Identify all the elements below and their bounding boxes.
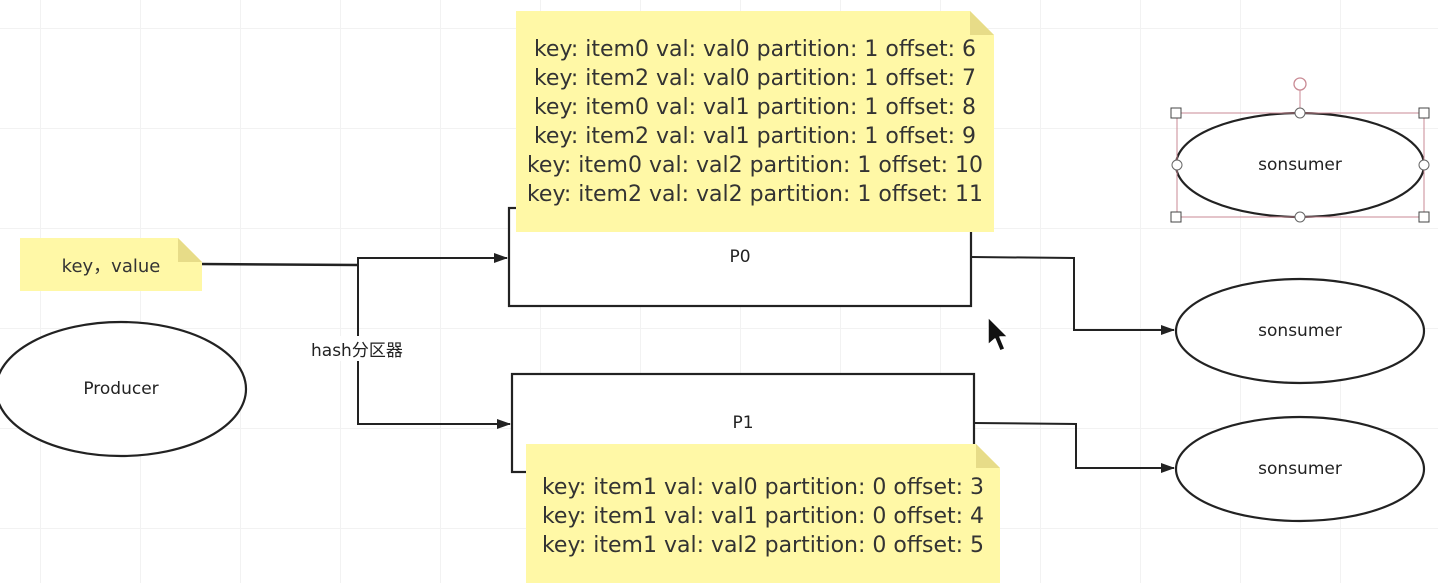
consumer-3-label: sonsumer [1258, 459, 1342, 479]
split-to-p0-edge[interactable] [357, 253, 508, 265]
input-note-text: key，value [61, 255, 161, 277]
consumer-2-label: sonsumer [1258, 321, 1342, 341]
consumer-node-3[interactable] [1174, 415, 1426, 523]
p1-messages-note[interactable] [526, 444, 1000, 583]
rotate-handle[interactable] [1293, 77, 1307, 91]
p1-message-line: key: item1 val: val2 partition: 0 offset… [541, 533, 985, 558]
p0-message-line: key: item2 val: val1 partition: 1 offset… [533, 123, 977, 149]
p0-messages-note[interactable] [516, 11, 994, 232]
producer-to-split-edge[interactable] [199, 262, 359, 267]
p1-message-line: key: item1 val: val0 partition: 0 offset… [541, 475, 985, 500]
consumer-node-2[interactable] [1174, 277, 1426, 385]
input-note[interactable] [20, 238, 202, 291]
p0-message-line: key: item0 val: val1 partition: 1 offset… [533, 94, 977, 120]
resize-handle-ne[interactable] [1418, 107, 1430, 119]
selection-handles[interactable] [1170, 77, 1430, 223]
resize-handle-nw[interactable] [1170, 107, 1182, 119]
p0-message-line: key: item2 val: val0 partition: 1 offset… [533, 65, 977, 91]
producer-label: Producer [83, 379, 159, 399]
p1-message-line: key: item1 val: val1 partition: 0 offset… [541, 504, 985, 529]
p0-message-line: key: item0 val: val0 partition: 1 offset… [533, 36, 977, 62]
p0-message-line: key: item0 val: val2 partition: 1 offset… [526, 152, 984, 178]
p0-to-consumer-edge[interactable] [970, 256, 1175, 335]
partition-p1-label: P1 [732, 413, 754, 433]
split-to-p1-edge[interactable] [357, 265, 511, 429]
p0-message-line: key: item2 val: val2 partition: 1 offset… [526, 181, 984, 207]
resize-handle-se[interactable] [1418, 211, 1430, 223]
producer-node[interactable] [0, 320, 248, 458]
p1-to-consumer-edge[interactable] [973, 422, 1175, 473]
p0-messages-text: key: item0 val: val0 partition: 1 offset… [516, 11, 994, 232]
p1-messages-text: key: item1 val: val0 partition: 0 offset… [526, 450, 1000, 583]
resize-handle-e[interactable] [1418, 159, 1430, 171]
partition-p0-label: P0 [729, 247, 751, 267]
resize-handle-w[interactable] [1171, 159, 1183, 171]
resize-handle-n[interactable] [1294, 107, 1306, 119]
partitioner-label[interactable]: hash分区器 [309, 336, 405, 361]
resize-handle-s[interactable] [1294, 211, 1306, 223]
consumer-1-label: sonsumer [1258, 155, 1342, 175]
resize-handle-sw[interactable] [1170, 211, 1182, 223]
mouse-cursor-icon [987, 316, 1009, 352]
